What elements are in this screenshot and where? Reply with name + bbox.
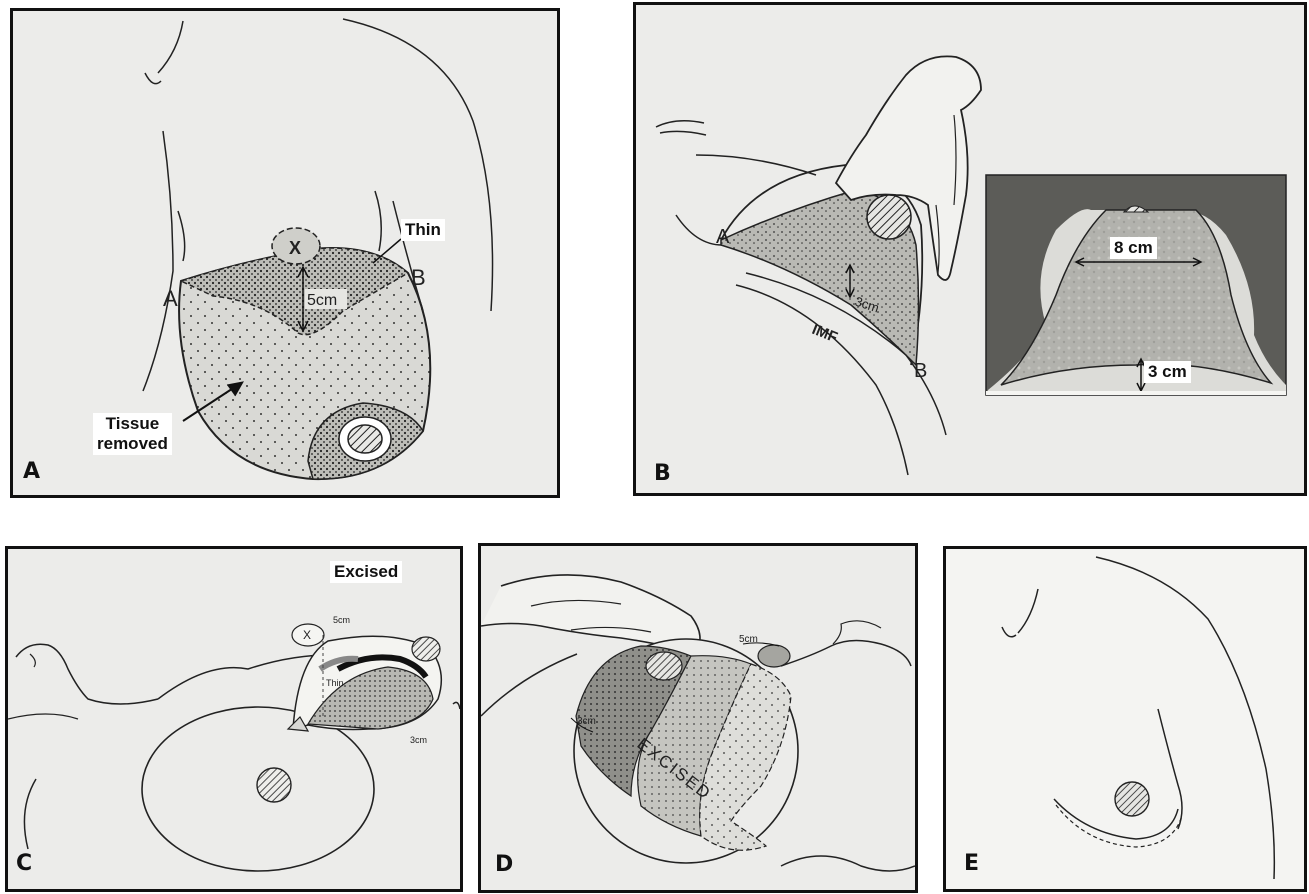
nipple-c xyxy=(257,768,291,802)
panel-d-illustration: 5cm 3cm EXCISED xyxy=(481,546,915,890)
panel-b-illustration: 3cm IMF A B xyxy=(636,5,1304,493)
point-a-label: A xyxy=(163,286,178,311)
panel-a-tag: A xyxy=(23,459,40,484)
nipple-hatched xyxy=(867,195,911,239)
panel-d: 5cm 3cm EXCISED D xyxy=(478,543,918,893)
panel-b: 3cm IMF A B 8 cm 3 cm B xyxy=(633,2,1307,496)
panel-e-illustration xyxy=(946,549,1304,889)
c-x-label: X xyxy=(303,628,311,642)
imf-label: IMF xyxy=(810,321,840,346)
c-thin-label: Thin xyxy=(326,678,344,688)
neck-line xyxy=(158,21,183,73)
nipple-d xyxy=(646,652,682,680)
c-measure-top: 5cm xyxy=(333,615,350,625)
neck-line-e xyxy=(1018,589,1038,633)
d-measure-side: 3cm xyxy=(577,716,596,727)
x-label: X xyxy=(289,238,301,258)
panel-c-illustration: X 5cm Thin 3cm xyxy=(8,549,460,889)
panel-a: X 5cm A B Thin Tissue removed A xyxy=(10,8,560,498)
panel-e: E xyxy=(943,546,1307,892)
tissue-callout-line2: removed xyxy=(97,434,168,454)
incision-line-e xyxy=(1056,805,1182,847)
measure-label: 5cm xyxy=(307,292,337,309)
width-callout: 8 cm xyxy=(1110,237,1157,259)
tissue-removed-callout: Tissue removed xyxy=(93,413,172,455)
tissue-callout-line1: Tissue xyxy=(97,414,168,434)
d-measure-top: 5cm xyxy=(739,634,758,645)
panel-c: X 5cm Thin 3cm Excised C xyxy=(5,546,463,892)
c-measure-side: 3cm xyxy=(410,735,427,745)
nipple-e xyxy=(1115,782,1149,816)
b-point-a: A xyxy=(716,226,730,248)
specimen-inset xyxy=(986,175,1286,395)
panel-d-tag: D xyxy=(495,852,513,877)
point-b-label: B xyxy=(411,265,426,290)
panel-c-tag: C xyxy=(16,851,32,876)
shoulder-line-e xyxy=(1096,557,1274,879)
excised-callout: Excised xyxy=(330,561,402,583)
nipple-hatched xyxy=(348,425,382,453)
panel-e-tag: E xyxy=(964,851,979,876)
panel-b-tag: B xyxy=(654,461,671,486)
thin-callout: Thin xyxy=(401,219,445,241)
b-point-b: B xyxy=(914,360,927,382)
base-callout: 3 cm xyxy=(1144,361,1191,383)
